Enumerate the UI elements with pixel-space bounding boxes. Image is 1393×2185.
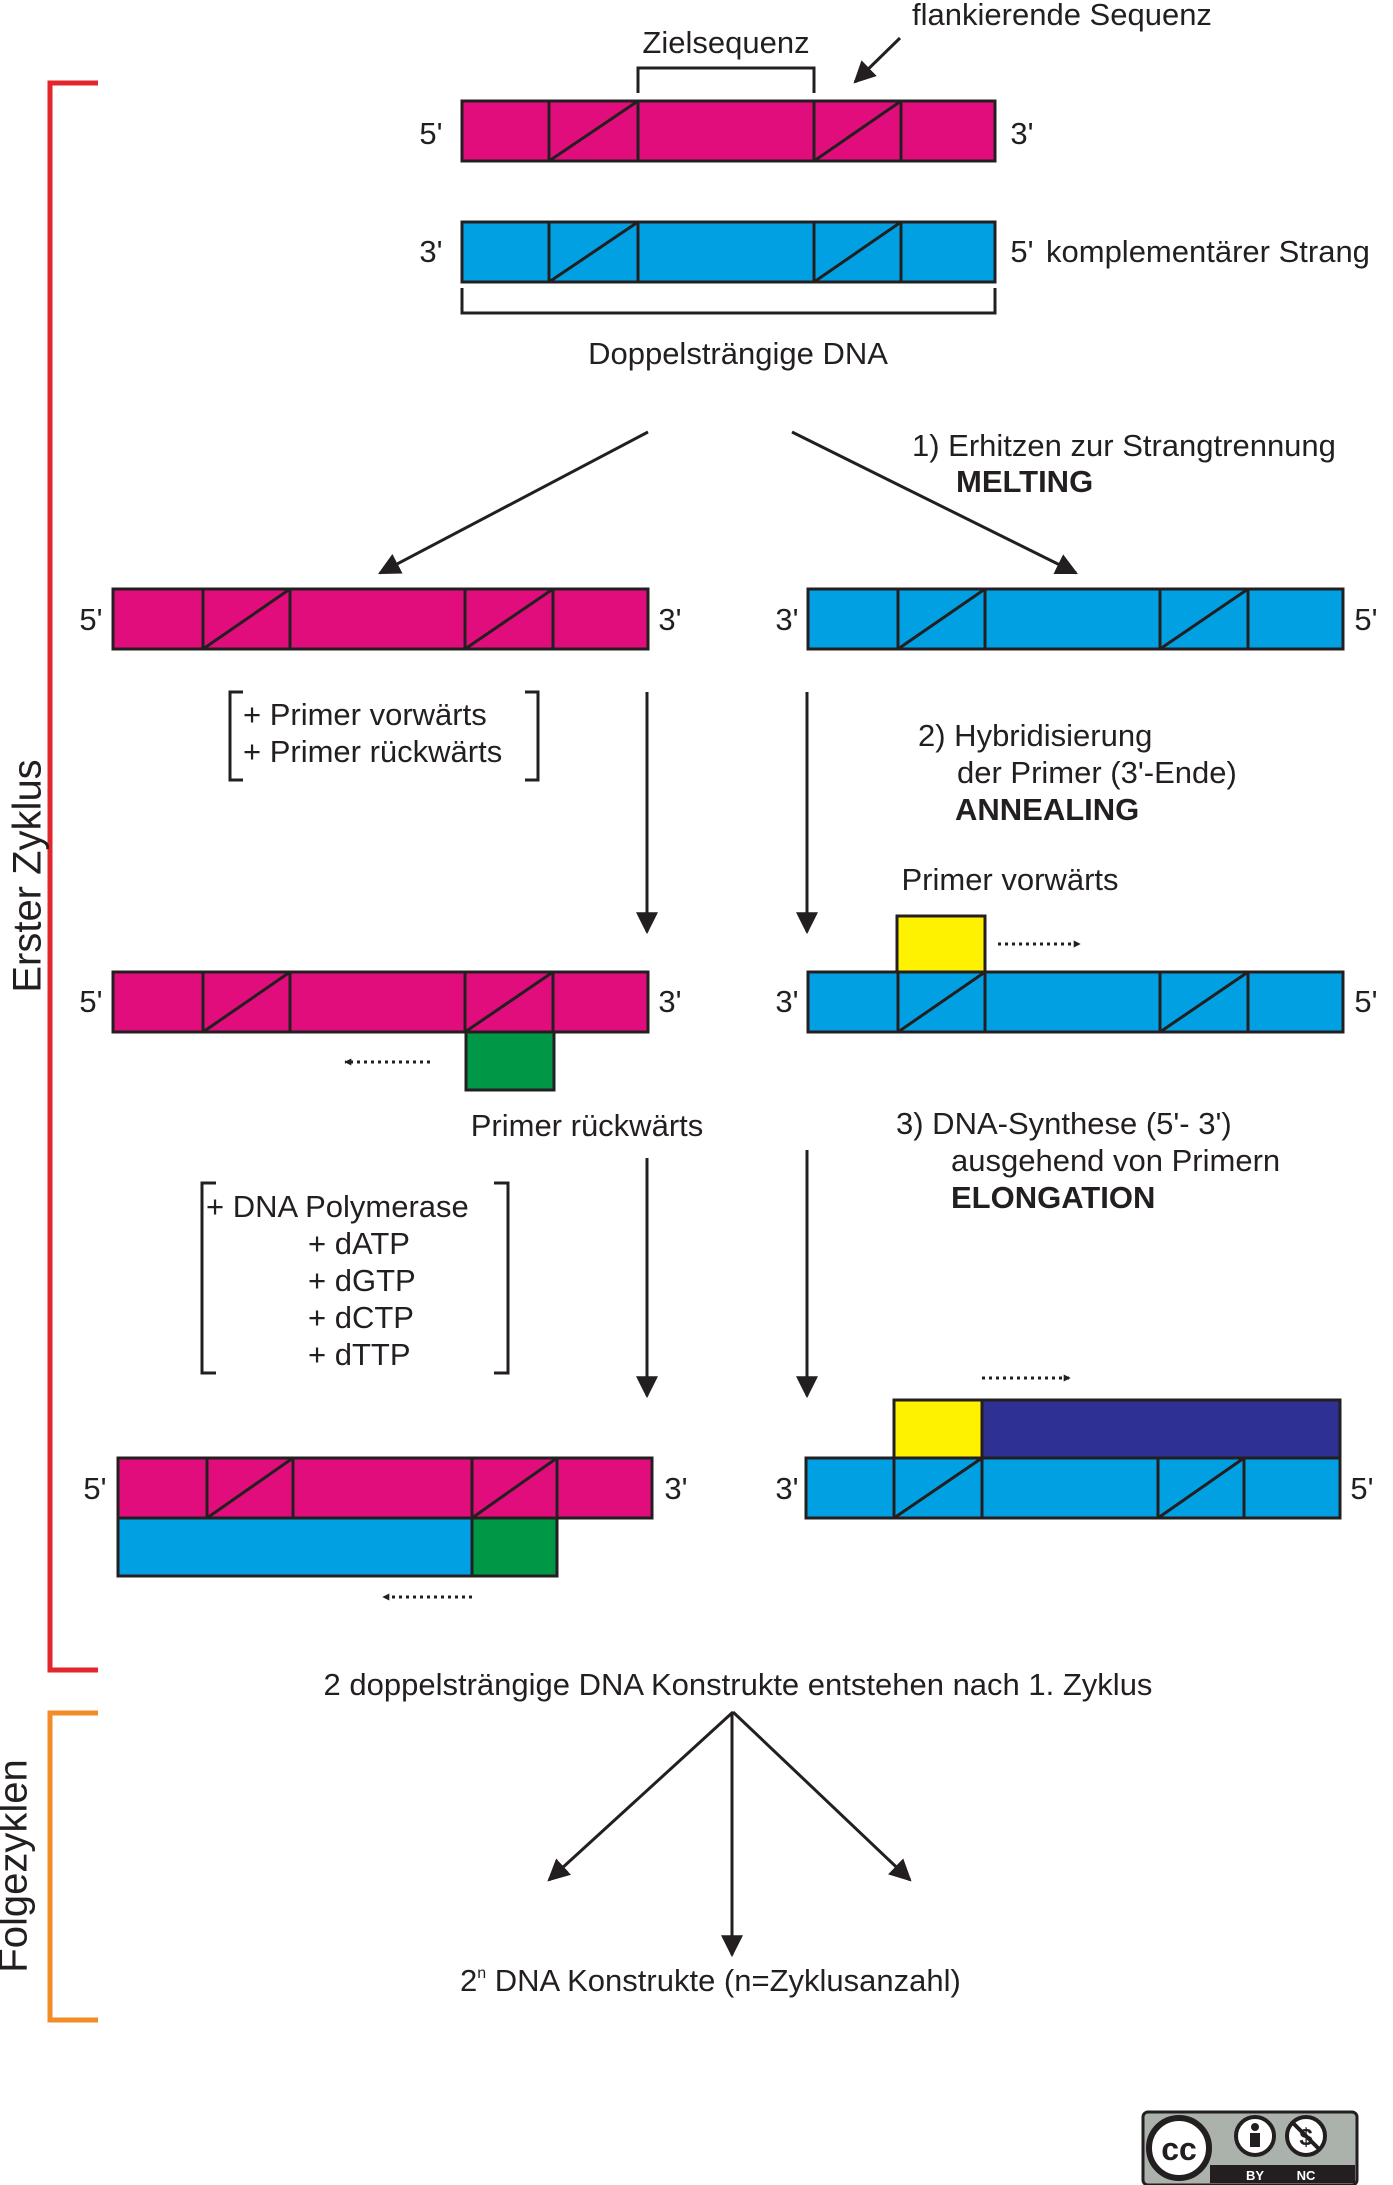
flanking-segment-marker <box>1159 587 1249 651</box>
target-sequence-label: Zielsequenz <box>642 25 809 60</box>
result-arrow-left <box>547 1710 735 1882</box>
elongation-step-text-1: 3) DNA-Synthese (5'- 3') <box>896 1106 1232 1141</box>
cc-by-nc-license-badge: cc $ BY NC <box>1141 2110 1359 2185</box>
flanking-segment-marker <box>464 970 554 1034</box>
row2-left-5prime: 5' <box>79 602 102 637</box>
reagent-dctp: + dCTP <box>308 1300 414 1335</box>
annealing-step-text-1: 2) Hybridisierung <box>918 718 1152 753</box>
complementary-strand-top <box>460 220 997 284</box>
row4-right-3prime: 3' <box>775 1471 798 1506</box>
flanking-segment-marker <box>1157 1456 1245 1520</box>
flanking-segment-marker <box>1159 970 1249 1034</box>
cc-icon-text: cc <box>1161 2131 1197 2167</box>
primer-reverse-label: Primer rückwärts <box>471 1108 704 1143</box>
strand-body <box>806 587 1345 651</box>
row4-right-5prime: 5' <box>1350 1471 1373 1506</box>
synthesized-strand-new <box>980 1398 1342 1460</box>
reagent-primer-reverse: + Primer rückwärts <box>243 734 502 769</box>
primer-forward-label: Primer vorwärts <box>901 862 1118 897</box>
flanking-sequence-arrow <box>853 36 902 84</box>
strand-body <box>460 99 997 163</box>
primer-reagent-bracket-left <box>228 690 243 782</box>
elongation-step-text-2: ausgehend von Primern <box>951 1143 1280 1178</box>
elongated-strand-reverse <box>804 1456 1342 1520</box>
final-result: 2n DNA Konstrukte (n=Zyklusanzahl) <box>460 1963 961 1998</box>
template-strand-top <box>460 99 997 163</box>
row2-left-3prime: 3' <box>658 602 681 637</box>
row3-left-3prime: 3' <box>658 984 681 1019</box>
flanking-segment-marker <box>202 587 291 651</box>
flanking-segment-marker <box>897 587 986 651</box>
melting-arrow-right <box>791 430 1078 575</box>
reagent-datp: + dATP <box>308 1226 410 1261</box>
row2-right-3prime: 3' <box>775 602 798 637</box>
bottom-strand-5prime: 5' <box>1010 234 1033 269</box>
elongated-strand-forward <box>116 1456 654 1520</box>
synthesis-reagent-bracket-left <box>200 1181 216 1375</box>
first-cycle-bracket <box>47 80 98 1673</box>
elongation-step-name: ELONGATION <box>951 1180 1155 1215</box>
melting-arrow-left <box>378 430 649 575</box>
flanking-segment-marker <box>897 970 986 1034</box>
nc-label: NC <box>1297 2168 1316 2183</box>
row4-left-5prime: 5' <box>83 1471 106 1506</box>
strand-body <box>116 1456 654 1520</box>
flanking-segment-marker <box>206 1456 294 1520</box>
synthesized-complement-strand <box>116 1516 474 1578</box>
melting-step-name: MELTING <box>956 464 1093 499</box>
reagent-primer-forward: + Primer vorwärts <box>243 697 487 732</box>
by-label: BY <box>1246 2168 1264 2183</box>
top-strand-5prime: 5' <box>419 116 442 151</box>
row3-right-3prime: 3' <box>775 984 798 1019</box>
separated-strand-reverse <box>806 587 1345 651</box>
primer-forward-block <box>895 914 987 976</box>
primer-reverse-block <box>464 1030 556 1092</box>
flanking-segment-marker <box>548 99 639 163</box>
flanking-segment-marker <box>464 587 554 651</box>
separated-strand-forward <box>111 587 650 651</box>
flanking-segment-marker <box>893 1456 983 1520</box>
strand-body <box>111 587 650 651</box>
reagent-dgtp: + dGTP <box>308 1263 416 1298</box>
reagent-dna-polymerase: + DNA Polymerase <box>206 1189 469 1224</box>
double-stranded-label: Doppelsträngige DNA <box>588 336 888 371</box>
strand-body <box>460 220 997 284</box>
first-cycle-label: Erster Zyklus <box>6 759 50 992</box>
double-stranded-bracket <box>460 288 997 315</box>
primer-forward-block-extended <box>892 1398 984 1460</box>
result-arrow-right <box>731 1710 912 1882</box>
strand-body <box>804 1456 1342 1520</box>
following-cycles-bracket <box>47 1710 98 2023</box>
following-cycles-label: Folgezyklen <box>0 1759 36 1972</box>
reagent-dttp: + dTTP <box>308 1337 411 1372</box>
target-sequence-bracket <box>636 66 816 93</box>
primer-reagent-bracket-right <box>525 690 540 782</box>
row2-right-5prime: 5' <box>1354 602 1377 637</box>
row3-left-5prime: 5' <box>79 984 102 1019</box>
flanking-segment-marker <box>202 970 291 1034</box>
primer-reverse-block-extended <box>470 1516 559 1578</box>
row3-right-5prime: 5' <box>1354 984 1377 1019</box>
row4-left-3prime: 3' <box>664 1471 687 1506</box>
flanking-segment-marker <box>548 220 639 284</box>
annealed-strand-reverse <box>806 970 1345 1034</box>
strand-body <box>111 970 650 1034</box>
first-cycle-result: 2 doppelsträngige DNA Konstrukte entsteh… <box>324 1667 1153 1702</box>
complementary-strand-label: komplementärer Strang <box>1046 234 1370 269</box>
cc-icon <box>1146 2115 1212 2181</box>
melting-step-text: 1) Erhitzen zur Strangtrennung <box>912 428 1336 463</box>
synthesis-reagent-bracket-right <box>494 1181 510 1375</box>
annealing-step-text-2: der Primer (3'-Ende) <box>957 755 1237 790</box>
flanking-segment-marker <box>471 1456 558 1520</box>
flanking-segment-marker <box>813 220 902 284</box>
annealed-strand-forward <box>111 970 650 1034</box>
flanking-sequence-label: flankierende Sequenz <box>912 0 1212 32</box>
annealing-step-name: ANNEALING <box>955 792 1139 827</box>
top-strand-3prime: 3' <box>1010 116 1033 151</box>
bottom-strand-3prime: 3' <box>419 234 442 269</box>
flanking-segment-marker <box>813 99 902 163</box>
strand-body <box>806 970 1345 1034</box>
